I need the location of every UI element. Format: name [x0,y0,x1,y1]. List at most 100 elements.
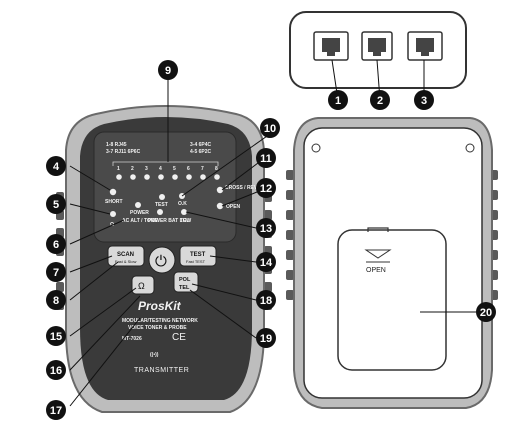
callout-18: 18 [256,290,276,310]
open-text: OPEN [366,267,386,274]
brand-logo: ProsKit [138,299,182,313]
svg-text:8: 8 [53,295,59,307]
wave-icon: ((•)) [150,352,159,358]
svg-text:15: 15 [50,331,62,343]
svg-text:14: 14 [260,257,273,269]
back-unit: OPEN [286,11,498,409]
callout-1: 1 [328,90,348,110]
callout-17: 17 [46,400,66,420]
svg-text:1: 1 [335,95,341,107]
omega-button[interactable] [131,275,155,295]
front-unit: 1-8 RJ45 3-7 RJ11 6P6C 3-4 6P4C 4-5 6P2C… [56,105,272,413]
pin-number-7: 7 [201,166,204,172]
power-icon: ⏻ [155,253,167,270]
short-led [109,188,117,196]
ac-alt-label: AC ALT / TONE [122,218,158,224]
rj45-port-1 [313,31,349,61]
scan-button[interactable] [107,245,145,267]
pin-led-8 [214,174,220,180]
callout-8: 8 [46,290,66,310]
pin-number-4: 4 [159,166,162,172]
tel-led [181,209,187,215]
back-left-grip [286,170,294,300]
pin-led-4 [158,174,164,180]
rj11-port-2 [361,31,393,61]
product-line-2: VOICE TONER & PROBE [128,325,187,331]
callout-15: 15 [46,326,66,346]
svg-text:3: 3 [421,95,427,107]
cross-led [216,186,224,194]
tel-led-label: TEL [180,218,189,224]
battery-label: POWER BAT LOW [148,218,192,224]
panel-label-rj45: 1-8 RJ45 [106,142,127,148]
leader-lines [69,59,476,407]
pin-numbers: 1 2 3 4 5 6 7 8 [117,166,218,172]
short-label: SHORT [105,199,123,205]
svg-text:2: 2 [377,95,383,107]
callout-16: 16 [46,360,66,380]
screw-top-right [465,143,475,153]
open-label: OPEN [226,204,241,210]
pin-led-6 [186,174,192,180]
pin-led-3 [144,174,150,180]
svg-text:6: 6 [53,239,59,251]
power-label: POWER [130,210,149,216]
scan-button-label: SCAN [117,252,134,258]
tel-label: TEL [179,285,190,291]
svg-text:18: 18 [260,295,272,307]
test-led-label: TEST [155,202,168,208]
svg-text:20: 20 [480,307,492,319]
test-button-label: TEST [190,252,206,258]
scan-button-sub: Fast & Slow [115,259,136,264]
callout-14: 14 [256,252,276,272]
callout-19: 19 [256,328,276,348]
callout-12: 12 [256,178,276,198]
svg-text:10: 10 [264,123,276,135]
callout-11: 11 [256,148,276,168]
test-button-sub: Fast TEST [186,259,206,264]
pin-number-2: 2 [131,166,134,172]
callout-6: 6 [46,234,66,254]
omega-icon: Ω [138,281,145,291]
ok-label: O.K [178,201,187,207]
power-led [135,202,141,208]
battery-door-tab [367,227,389,232]
svg-text:16: 16 [50,365,62,377]
callout-badges: 1 2 3 4 5 6 7 8 9 10 11 12 13 14 15 16 1… [46,60,496,420]
svg-text:12: 12 [260,183,272,195]
pin-number-5: 5 [173,166,176,172]
open-led [216,202,224,210]
open-arrow-icon [364,249,392,259]
pin-leds [116,174,220,180]
svg-text:5: 5 [53,199,59,211]
svg-text:13: 13 [260,223,272,235]
svg-text:11: 11 [260,153,272,165]
callout-3: 3 [414,90,434,110]
callout-4: 4 [46,156,66,176]
pin-number-8: 8 [215,166,218,172]
pol-label: POL [179,277,191,283]
battery-door[interactable] [337,229,447,371]
test-button[interactable] [179,245,217,267]
pin-bracket [112,161,219,166]
power-button[interactable] [148,246,176,274]
pin-led-7 [200,174,206,180]
svg-text:9: 9 [165,65,171,77]
callout-13: 13 [256,218,276,238]
indicator-panel [93,131,237,243]
rj45-port-3 [407,31,443,61]
svg-text:4: 4 [53,161,60,173]
pin-number-6: 6 [187,166,190,172]
panel-label-6p2c: 4-5 6P2C [190,149,212,155]
transmitter-label: TRANSMITTER [134,367,189,374]
pin-led-5 [172,174,178,180]
svg-text:19: 19 [260,333,272,345]
callout-10: 10 [260,118,280,138]
ce-mark: CE [172,332,186,343]
pol-tel-button[interactable] [173,271,199,293]
svg-text:17: 17 [50,405,62,417]
callout-5: 5 [46,194,66,214]
pin-number-1: 1 [117,166,120,172]
panel-label-6p4c: 3-4 6P4C [190,142,212,148]
